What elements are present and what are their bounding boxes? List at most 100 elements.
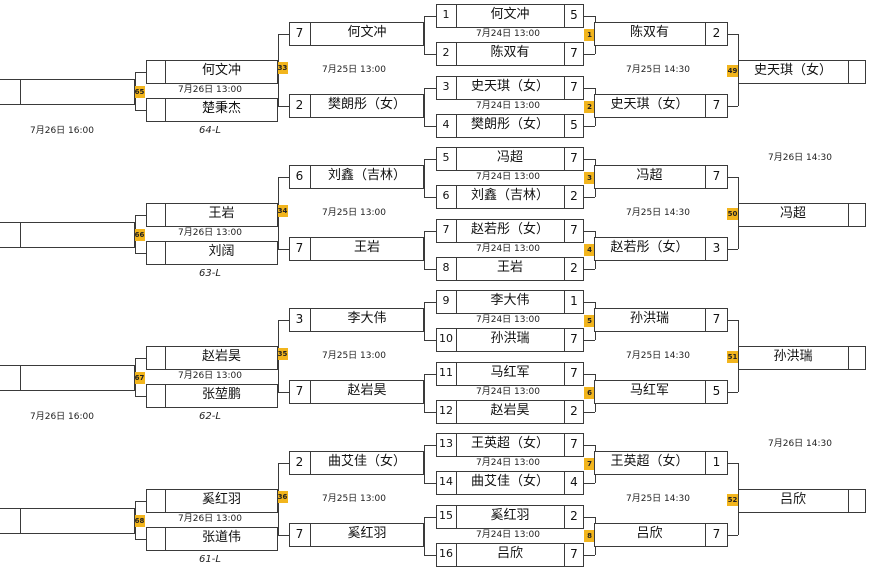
- player-name: 曲艾佳（女）: [470, 474, 549, 489]
- bracket-line: [165, 98, 166, 122]
- match-number-badge: 65: [134, 86, 145, 98]
- player-score: 7: [295, 527, 304, 541]
- bracket-line: [584, 197, 595, 198]
- bracket-line: [424, 517, 425, 555]
- player-score: 1: [570, 294, 578, 308]
- player-score: 7: [570, 46, 578, 60]
- bracket-line: [584, 555, 595, 556]
- round1-slot: [436, 543, 584, 567]
- match-time: 7月25日 13:00: [322, 65, 386, 75]
- player-score: 7: [295, 26, 304, 40]
- bracket-line: [564, 328, 565, 352]
- seed-number: 16: [439, 547, 453, 560]
- player-score: 7: [295, 384, 304, 398]
- player-name: 奚红羽: [347, 526, 387, 541]
- bracket-line: [310, 94, 311, 118]
- player-score: 2: [570, 404, 578, 418]
- bracket-line: [424, 445, 425, 483]
- bracket-line: [705, 165, 706, 189]
- loser-source-tag: 64-L: [199, 125, 221, 136]
- bracket-line: [705, 94, 706, 118]
- match-time: 7月24日 13:00: [476, 172, 540, 182]
- bracket-line: [165, 346, 166, 370]
- match-time: 7月26日 13:00: [178, 371, 242, 381]
- bracket-line: [584, 231, 595, 232]
- seed-number: 13: [439, 437, 453, 450]
- seed-number: 11: [439, 366, 453, 379]
- bracket-line: [20, 508, 21, 534]
- bracket-line: [456, 185, 457, 209]
- match-number-badge: 51: [727, 351, 738, 363]
- bracket-line: [310, 380, 311, 404]
- bracket-line: [165, 203, 166, 227]
- player-name: 刘阔: [208, 244, 235, 259]
- seed-number: 7: [442, 223, 450, 236]
- player-name: 王岩: [353, 240, 380, 255]
- player-name: 何文冲: [347, 25, 387, 40]
- seed-number: 14: [439, 475, 453, 488]
- round1-slot: [436, 362, 584, 386]
- bracket-line: [310, 451, 311, 475]
- bracket-line: [135, 215, 146, 216]
- player-score: 7: [570, 437, 578, 451]
- match-number-badge: 66: [134, 229, 145, 241]
- player-score: 5: [570, 118, 578, 132]
- right-r3-slot: [738, 489, 866, 513]
- seed-number: 15: [439, 509, 453, 522]
- bracket-line: [424, 16, 425, 54]
- player-score: 2: [295, 98, 304, 112]
- bracket-line: [20, 365, 21, 391]
- player-name: 樊朗彤（女）: [327, 97, 406, 112]
- round1-slot: [436, 433, 584, 457]
- bracket-line: [456, 114, 457, 138]
- bracket-line: [310, 523, 311, 547]
- round1-slot: [436, 471, 584, 495]
- bracket-line: [564, 147, 565, 171]
- match-number-badge: 6: [584, 387, 595, 399]
- round1-slot: [436, 42, 584, 66]
- player-name: 孙洪瑞: [490, 331, 530, 346]
- bracket-line: [135, 539, 146, 540]
- player-score: 7: [712, 527, 721, 541]
- left-r4-slot: [0, 365, 135, 391]
- match-time: 7月25日 14:30: [626, 208, 690, 218]
- bracket-line: [424, 231, 436, 232]
- player-score: 2: [712, 26, 721, 40]
- seed-number: 1: [442, 8, 450, 21]
- player-name: 刘鑫（吉林）: [470, 188, 549, 203]
- match-number-badge: 4: [584, 244, 595, 256]
- bracket-line: [564, 257, 565, 281]
- match-time: 7月26日 13:00: [178, 228, 242, 238]
- player-name: 刘鑫（吉林）: [327, 168, 406, 183]
- seed-number: 3: [442, 80, 450, 93]
- bracket-line: [584, 302, 595, 303]
- bracket-line: [584, 126, 595, 127]
- bracket-line: [728, 320, 738, 321]
- bracket-line: [456, 219, 457, 243]
- player-score: 6: [295, 169, 304, 183]
- player-score: 2: [295, 455, 304, 469]
- match-number-badge: 35: [277, 348, 288, 360]
- player-score: 7: [295, 241, 304, 255]
- bracket-line: [278, 106, 289, 107]
- match-number-badge: 1: [584, 29, 595, 41]
- left-r2-slot: [289, 237, 424, 261]
- bracket-line: [456, 433, 457, 457]
- round1-slot: [436, 290, 584, 314]
- match-time: 7月26日 14:30: [768, 439, 832, 449]
- bracket-line: [705, 237, 706, 261]
- bracket-line: [564, 290, 565, 314]
- right-r3-slot: [738, 60, 866, 84]
- player-score: 2: [570, 189, 578, 203]
- bracket-line: [424, 126, 436, 127]
- bracket-line: [584, 445, 595, 446]
- bracket-line: [456, 505, 457, 529]
- bracket-line: [424, 302, 425, 340]
- bracket-line: [278, 177, 289, 178]
- round1-slot: [436, 219, 584, 243]
- match-time: 7月26日 16:00: [30, 126, 94, 136]
- bracket-line: [728, 535, 738, 536]
- bracket-line: [135, 72, 146, 73]
- bracket-line: [584, 483, 595, 484]
- player-name: 赵若彤（女）: [610, 240, 689, 255]
